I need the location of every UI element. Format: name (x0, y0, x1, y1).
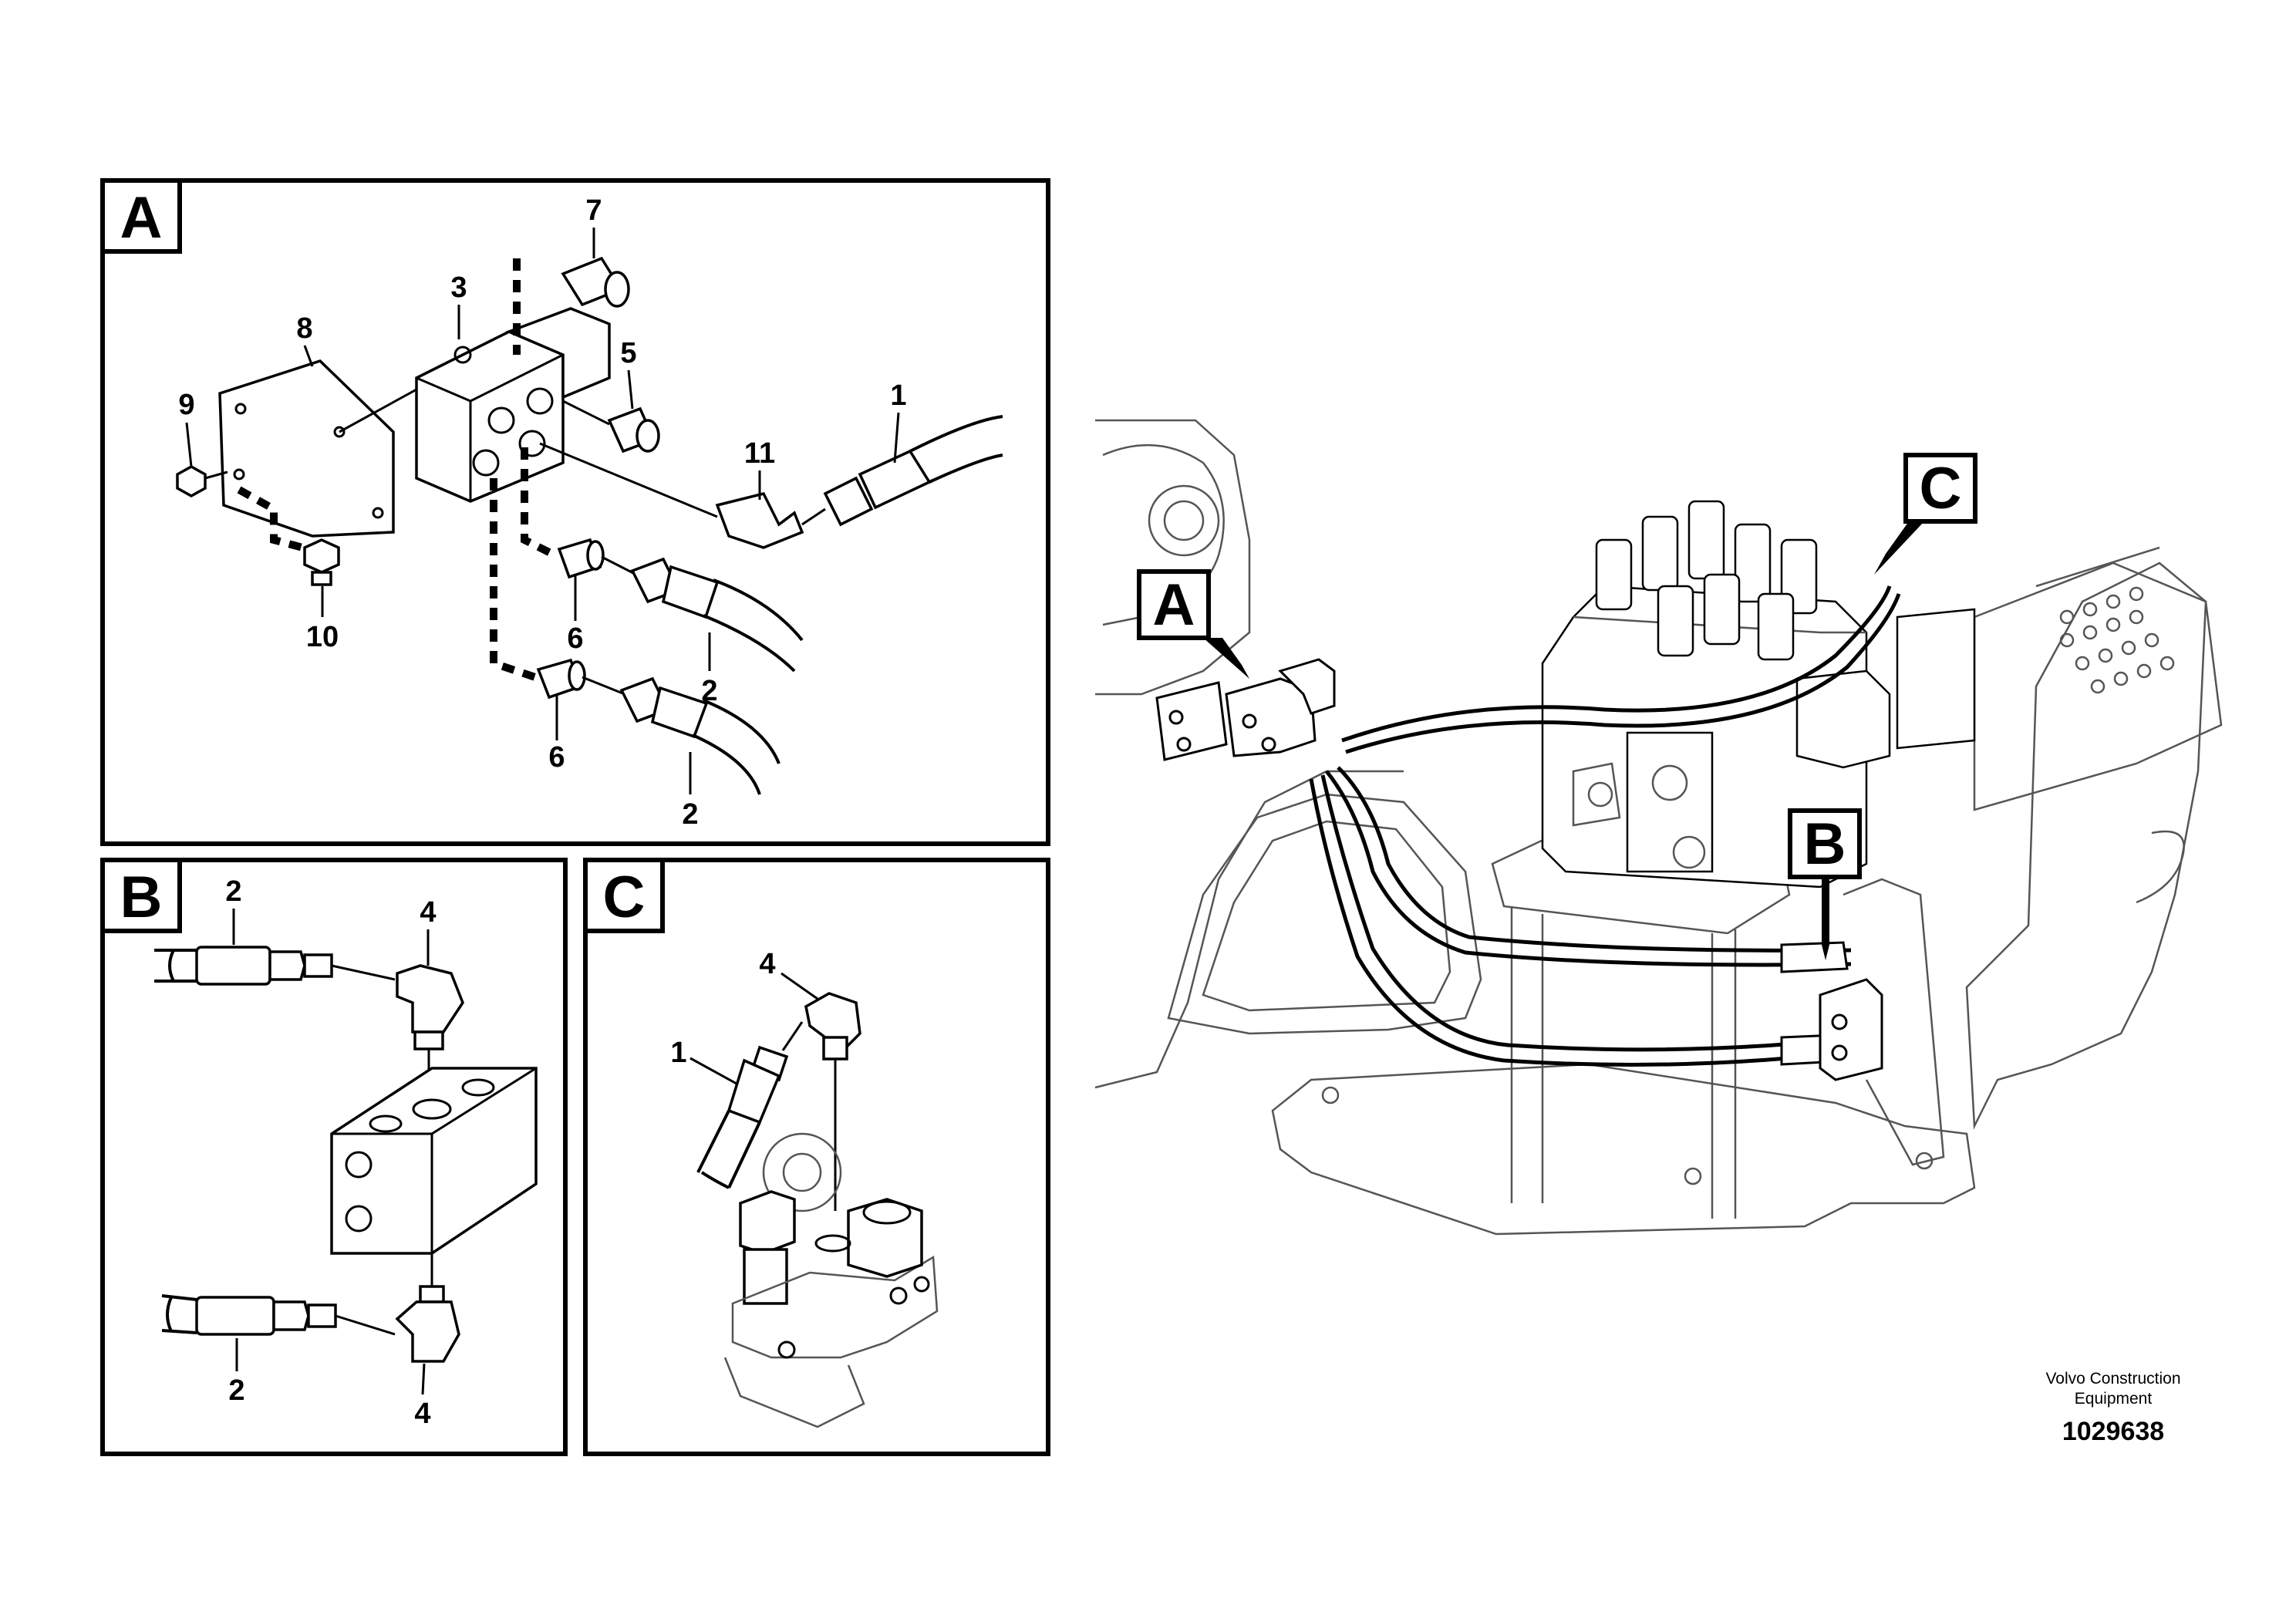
hose-2-b-upper-part (154, 946, 396, 986)
callout-b-4-lower: 4 (414, 1398, 430, 1430)
callout-11: 11 (744, 437, 775, 470)
panel-b-letter: B (120, 865, 163, 930)
overview-label-c: C (1920, 456, 1962, 521)
callout-8: 8 (296, 312, 312, 345)
fitting-6-lower-part (490, 478, 586, 700)
publisher-name: Volvo Construction Equipment (2045, 1370, 2181, 1408)
fitting-7-part (513, 256, 630, 355)
callout-7: 7 (585, 194, 602, 227)
callout-9: 9 (178, 389, 194, 421)
mounting-bracket-part (218, 359, 417, 538)
hose-1-part (801, 415, 1003, 527)
callout-3: 3 (450, 271, 467, 304)
panel-c-letter: C (603, 865, 646, 930)
fitting-6-upper-part (521, 447, 605, 579)
control-valve-bank (1541, 500, 1976, 889)
overview-label-a: A (1153, 572, 1195, 638)
callout-6-upper: 6 (567, 622, 583, 655)
overview-block-b (1819, 878, 1945, 1166)
publisher-credit: Volvo Construction Equipment 1029638 (2005, 1369, 2221, 1447)
hose-2-upper-part (601, 555, 804, 673)
elbow-11-part (539, 442, 804, 549)
callout-2-upper: 2 (701, 675, 717, 707)
callout-2-lower: 2 (682, 798, 698, 831)
bolt-10-part (237, 486, 340, 586)
adapter-block-b-part (330, 1067, 538, 1255)
bolt-9-part (176, 464, 228, 498)
machine-overview: A B C (1094, 419, 2223, 1236)
valve-section-c-part (723, 1132, 939, 1428)
detail-panel-a: A (100, 178, 1050, 846)
detail-panel-b: B (100, 858, 568, 1456)
callout-5: 5 (620, 337, 636, 369)
callout-b-4-upper: 4 (420, 896, 436, 929)
callout-10: 10 (306, 621, 339, 653)
detail-panel-c: C 4 1 (583, 858, 1050, 1456)
hose-2-b-lower-part (161, 1294, 396, 1336)
hose-1-c-part (696, 1021, 804, 1189)
document-number: 1029638 (2062, 1417, 2165, 1446)
panel-a-letter: A (120, 185, 163, 251)
callout-c-1: 1 (670, 1037, 686, 1069)
valve-block-part (415, 307, 611, 503)
callout-b-2-lower: 2 (228, 1374, 244, 1407)
callout-c-4: 4 (759, 948, 775, 980)
overview-label-b: B (1804, 811, 1846, 877)
overview-hoses (1309, 585, 1901, 1067)
hose-2-lower-part (582, 676, 781, 795)
overview-valve-mount (1155, 658, 1336, 761)
fitting-5-part (562, 400, 660, 454)
callout-1: 1 (890, 379, 906, 412)
grille-holes (2059, 586, 2175, 694)
elbow-4-b-lower-part (395, 1253, 460, 1363)
elbow-4-c-part (804, 992, 861, 1211)
callout-b-2-upper: 2 (225, 875, 241, 908)
elbow-4-b-upper-part (396, 964, 464, 1109)
callout-6-lower: 6 (548, 741, 565, 774)
